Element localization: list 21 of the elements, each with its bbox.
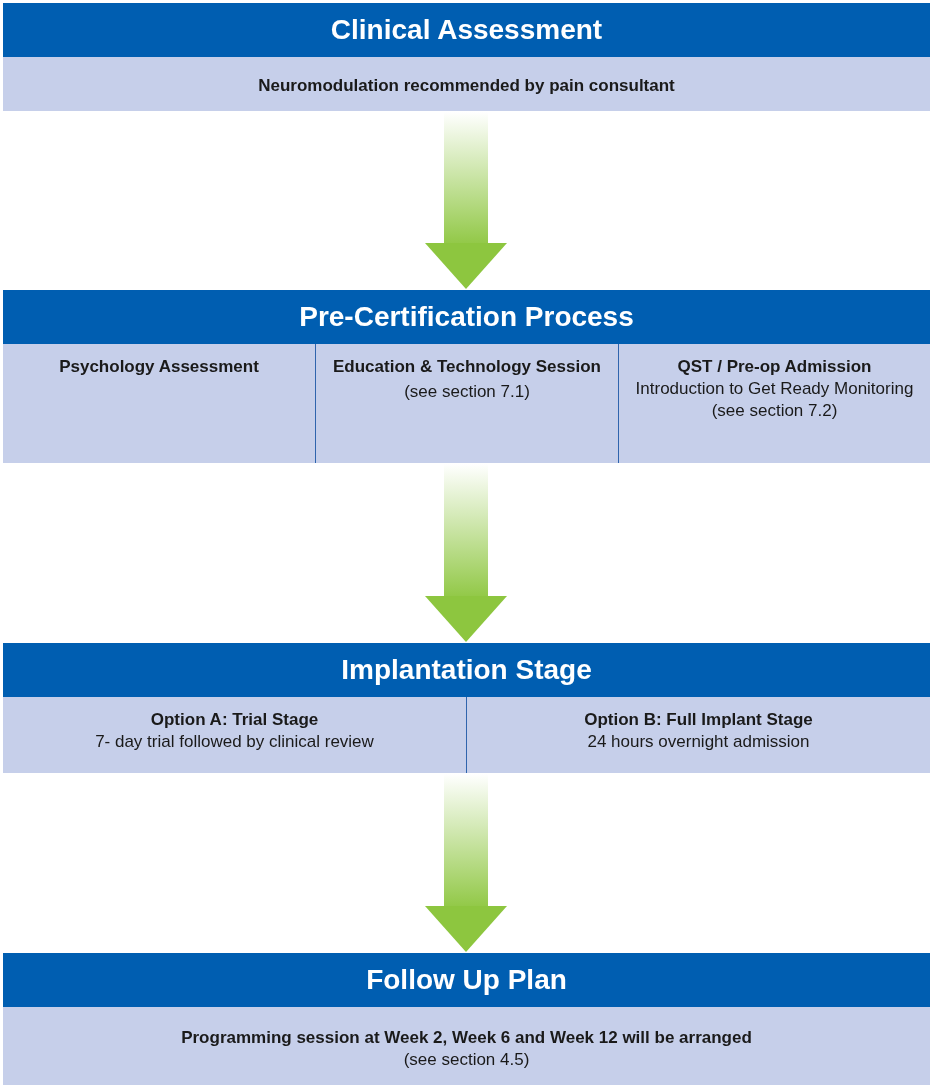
cell-text: Introduction to Get Ready Monitoring [634,378,915,400]
cell-text: (see section 7.2) [710,400,839,422]
cell-text: 7- day trial followed by clinical review [94,731,375,753]
stage-panel [3,953,930,1085]
cell-text: 24 hours overnight admission [586,731,811,753]
stage-panel [3,643,930,773]
stage-heading: Implantation Stage [3,643,930,697]
stage-heading: Clinical Assessment [3,3,930,57]
cell-heading: QST / Pre-op Admission [676,356,873,378]
stage-panel [3,290,930,463]
cell-heading: Education & Technology Session [332,356,602,378]
cell-heading: Option A: Trial Stage [149,709,320,731]
stage-heading: Pre-Certification Process [3,290,930,344]
cell-heading: Psychology Assessment [58,356,260,378]
stage-description: Neuromodulation recommended by pain consultant [257,75,676,97]
cell-text: (see section 7.1) [403,381,531,403]
stage-description: Programming session at Week 2, Week 6 and Week 12 will be arranged [180,1027,753,1049]
stage-panel [3,3,930,111]
cell-heading: Option B: Full Implant Stage [583,709,814,731]
section-reference: (see section 4.5) [402,1049,531,1071]
stage-heading: Follow Up Plan [3,953,930,1007]
